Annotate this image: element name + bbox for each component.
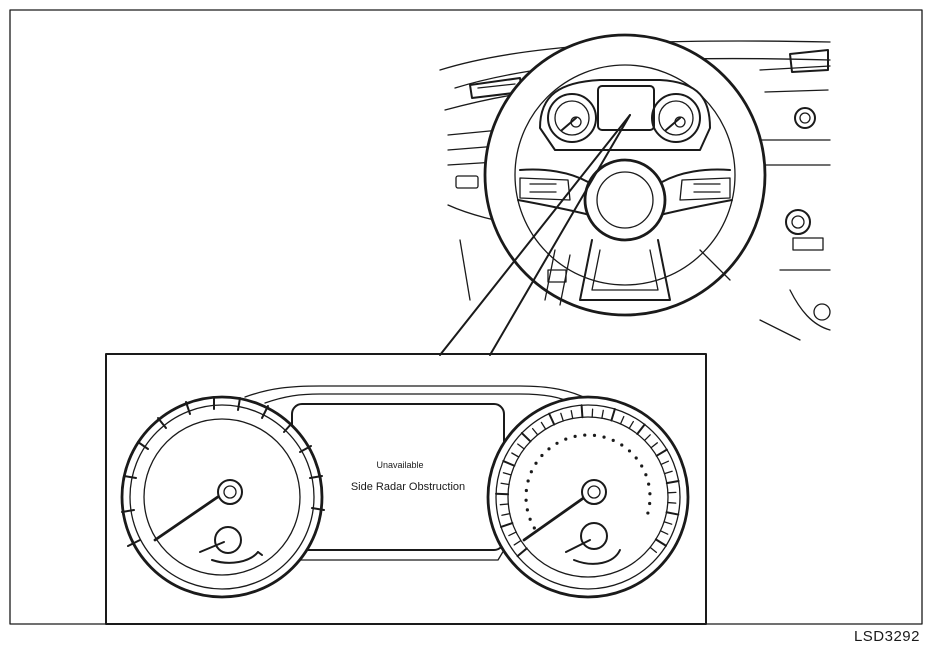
tach-tick [500,482,510,486]
dashboard-scene [439,33,831,341]
tach-tick [665,511,680,516]
tach-dot [640,464,644,468]
instrument-cluster: Unavailable Side Radar Obstruction [120,385,690,599]
tach-tick [540,421,547,430]
tach-dot [646,511,650,515]
tach-tick [654,538,668,547]
tach-dot [644,473,648,477]
tach-dot [524,498,528,502]
tach-tick [520,432,532,443]
tach-tick [655,448,668,457]
tach-tick [570,409,574,420]
tach-dot [555,441,559,445]
tach-dot [532,526,536,530]
tach-tick [650,442,658,449]
tach-dot [564,437,568,441]
tach-dot [627,449,632,453]
display-message-line-1: Unavailable [376,460,423,470]
tach-dot [592,433,597,437]
tach-tick [516,547,528,558]
tach-tick [667,501,677,504]
left-gauge [120,395,325,599]
cluster-inset-frame [105,353,707,625]
tach-tick [649,546,658,554]
tach-dot [620,443,624,447]
tach-tick [502,472,512,476]
tach-tick [531,427,539,436]
tach-tick [502,460,516,467]
tach-tick [517,443,525,450]
right-gauge-needle [522,490,594,542]
tach-tick [580,404,584,419]
tach-tick [663,470,673,475]
tach-dot [573,434,577,438]
tach-tick [659,530,669,535]
tach-tick [513,539,522,546]
tach-dot [634,456,638,460]
tach-dot [540,453,544,458]
tach-tick [665,480,680,485]
tach-tick [636,423,646,435]
tach-dot [524,488,528,493]
zoom-leader [439,114,631,356]
tach-dot [648,501,652,506]
tach-tick [660,460,670,466]
tach-dot [611,438,615,442]
tach-dot [528,517,532,521]
tach-tick [501,512,511,516]
tach-tick [511,452,520,458]
tach-tick [610,408,616,422]
center-display [291,403,505,551]
tach-tick [560,412,564,422]
tach-dot [547,447,551,451]
display-message-line-2: Side Radar Obstruction [351,481,465,493]
tach-dot [525,508,529,512]
tach-dot [583,433,587,437]
figure-code: LSD3292 [853,628,920,645]
tach-dot [648,492,652,496]
tach-tick [663,521,673,525]
left-gauge-needle [153,490,227,542]
tach-tick [499,503,509,506]
tach-tick [628,420,634,430]
tach-tick [500,522,514,528]
tach-dot [647,482,651,486]
tach-dot [526,479,530,483]
tach-dot [529,470,533,474]
tach-dot [602,435,606,439]
tach-tick [643,434,651,442]
tach-tick [508,531,517,537]
tach-dot [534,461,538,465]
tach-tick [619,415,625,425]
tach-tick [601,409,604,419]
right-gauge [486,395,690,599]
tach-tick [548,412,556,426]
